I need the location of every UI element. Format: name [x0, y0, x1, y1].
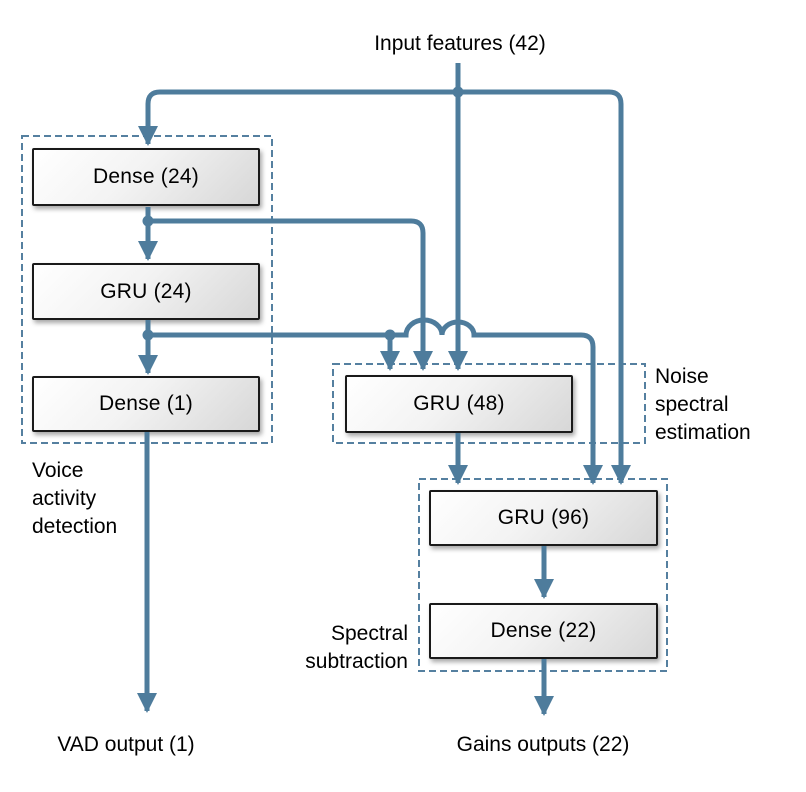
vad-output-label: VAD output (1) — [57, 733, 195, 756]
junction-dot-gru48-branch — [384, 329, 396, 341]
node-gru-24: GRU (24) — [32, 263, 260, 320]
node-dense-22: Dense (22) — [429, 603, 658, 659]
node-gru-96: GRU (96) — [429, 490, 658, 546]
junction-dot-gru24 — [142, 329, 154, 341]
node-dense-1: Dense (1) — [32, 376, 260, 432]
group-label-noise-spectral-estimation: Noise spectral estimation — [655, 365, 751, 444]
node-gru-48: GRU (48) — [345, 375, 573, 433]
junction-dot-dense24 — [142, 215, 154, 227]
gains-output-label: Gains outputs (22) — [456, 733, 630, 756]
node-dense-24: Dense (24) — [32, 148, 260, 206]
group-label-spectral-subtraction: Spectral subtraction — [305, 622, 408, 673]
group-label-voice-activity-detection: Voice activity detection — [32, 459, 118, 538]
input-features-label: Input features (42) — [374, 32, 546, 55]
edge-input-to-dense24 — [138, 89, 458, 146]
junction-dot-input — [452, 86, 464, 98]
